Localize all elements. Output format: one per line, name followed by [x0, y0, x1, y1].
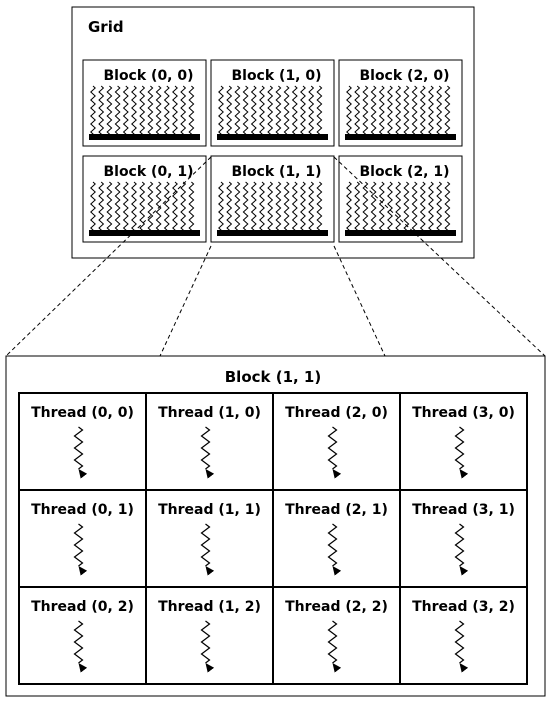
block-threads-icon: [346, 85, 451, 139]
block-box: [338, 155, 463, 243]
block-box: [82, 59, 207, 147]
block-threads-icon: [218, 181, 323, 235]
block-threads-heads-icon: [345, 230, 456, 236]
thread-label: Thread (2, 2): [285, 599, 388, 615]
block-threads-icon: [90, 181, 195, 235]
block-threads-heads-icon: [89, 134, 200, 140]
thread-cell: Thread (3, 0): [412, 405, 515, 479]
block-threads-icon: [218, 85, 323, 139]
zoom-connectors: [5, 156, 546, 357]
thread-cell: Thread (3, 1): [412, 502, 515, 576]
thread-label: Thread (1, 2): [158, 599, 261, 615]
block-box: [210, 155, 335, 243]
grid-blocks: Block (0, 0) Block (1, 0) Block (2, 0) Bloc…: [82, 59, 463, 243]
block-cell: Block (2, 0): [338, 59, 463, 147]
block-cell: Block (2, 1): [338, 155, 463, 243]
block-box: [82, 155, 207, 243]
thread-cell: Thread (1, 1): [158, 502, 261, 576]
wavy-arrow-icon: [327, 426, 342, 479]
zoom-line-left-inner: [159, 245, 212, 357]
block-label: Block (1, 1): [231, 164, 321, 180]
block-box: [338, 59, 463, 147]
block-threads-heads-icon: [345, 134, 456, 140]
thread-label: Thread (1, 0): [158, 405, 261, 421]
thread-cell: Thread (0, 2): [31, 599, 134, 673]
thread-label: Thread (1, 1): [158, 502, 261, 518]
wavy-arrow-icon: [454, 620, 469, 673]
thread-cell: Thread (2, 1): [285, 502, 388, 576]
block-threads-heads-icon: [217, 230, 328, 236]
wavy-arrow-icon: [73, 620, 88, 673]
wavy-arrow-icon: [73, 426, 88, 479]
thread-label: Thread (0, 0): [31, 405, 134, 421]
block-threads-heads-icon: [217, 134, 328, 140]
wavy-arrow-icon: [327, 620, 342, 673]
thread-cell: Thread (0, 0): [31, 405, 134, 479]
block-label: Block (2, 1): [359, 164, 449, 180]
thread-grid: Thread (0, 0) Thread (1, 0) Thread (2, 0) T…: [18, 392, 528, 685]
thread-cell: Thread (1, 0): [158, 405, 261, 479]
thread-label: Thread (2, 1): [285, 502, 388, 518]
thread-cell: Thread (2, 0): [285, 405, 388, 479]
thread-label: Thread (3, 2): [412, 599, 515, 615]
wavy-arrow-icon: [454, 523, 469, 576]
thread-cell: Thread (3, 2): [412, 599, 515, 673]
block-cell: Block (1, 0): [210, 59, 335, 147]
zoom-line-right-inner: [333, 245, 386, 357]
wavy-arrow-icon: [454, 426, 469, 479]
thread-label: Thread (2, 0): [285, 405, 388, 421]
thread-label: Thread (0, 1): [31, 502, 134, 518]
thread-cell: Thread (0, 1): [31, 502, 134, 576]
thread-cell: Thread (1, 2): [158, 599, 261, 673]
block-threads-icon: [90, 85, 195, 139]
zoom-line-right-outer: [333, 156, 546, 357]
thread-label: Thread (3, 0): [412, 405, 515, 421]
wavy-arrow-icon: [327, 523, 342, 576]
wavy-arrow-icon: [200, 523, 215, 576]
wavy-arrow-icon: [200, 620, 215, 673]
block-box: [210, 59, 335, 147]
thread-cell: Thread (2, 2): [285, 599, 388, 673]
block-detail-title: Block (1, 1): [225, 368, 321, 386]
block-cell: Block (0, 0): [82, 59, 207, 147]
thread-label: Thread (0, 2): [31, 599, 134, 615]
zoom-line-left-outer: [5, 156, 212, 357]
block-cell: Block (0, 1): [82, 155, 207, 243]
grid-title: Grid: [88, 18, 124, 36]
block-label: Block (0, 1): [103, 164, 193, 180]
thread-label: Thread (3, 1): [412, 502, 515, 518]
block-label: Block (0, 0): [103, 68, 193, 84]
block-cell: Block (1, 1): [210, 155, 335, 243]
wavy-arrow-icon: [73, 523, 88, 576]
block-threads-heads-icon: [89, 230, 200, 236]
block-label: Block (1, 0): [231, 68, 321, 84]
wavy-arrow-icon: [200, 426, 215, 479]
block-label: Block (2, 0): [359, 68, 449, 84]
block-threads-icon: [346, 181, 451, 235]
